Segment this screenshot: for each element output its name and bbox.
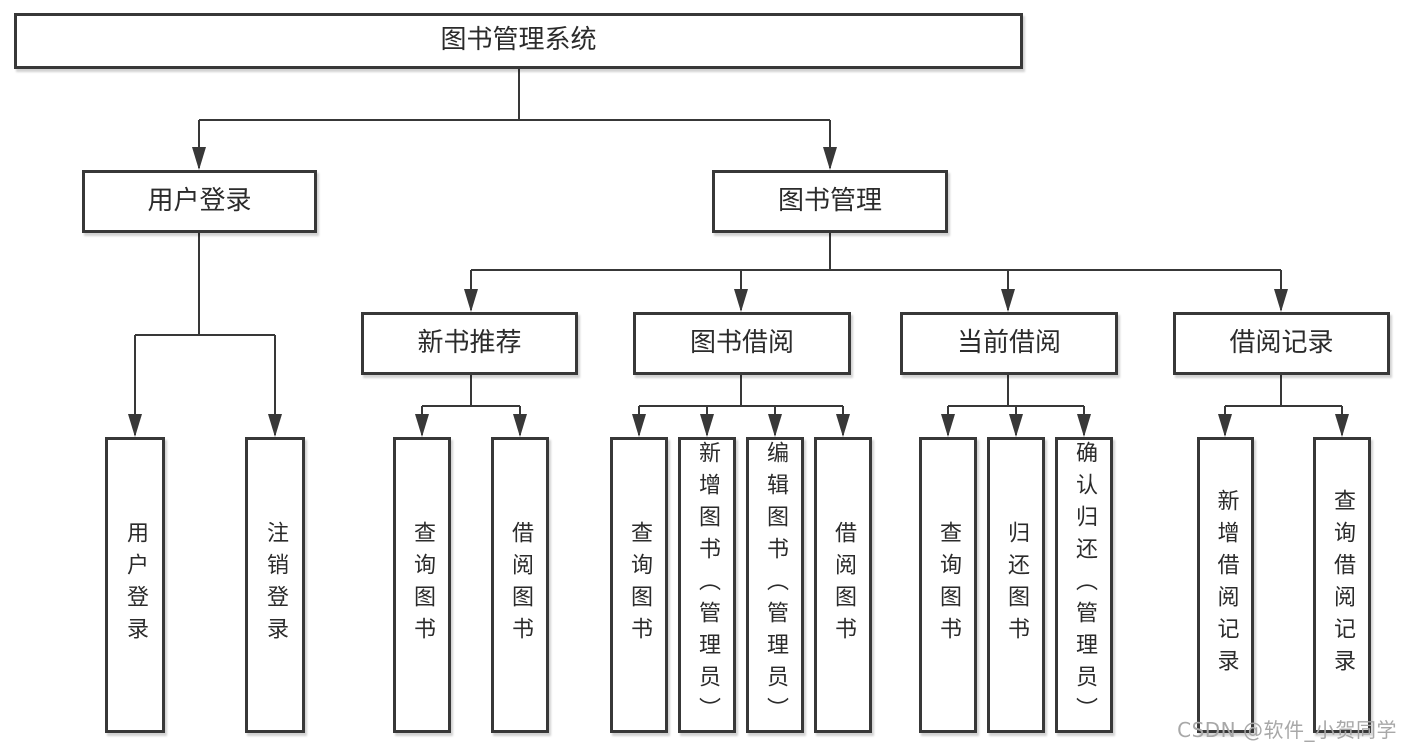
arrowhead — [513, 414, 527, 437]
connector-user-login-children — [128, 233, 282, 437]
node-query-books-borrow: 查询图书 — [610, 437, 668, 733]
arrowhead — [941, 414, 955, 437]
arrowhead — [415, 414, 429, 437]
node-user-login-action: 用户登录 — [105, 437, 165, 733]
arrowhead — [192, 147, 206, 170]
node-borrow-records: 借阅记录 — [1173, 312, 1390, 375]
arrowhead — [268, 414, 282, 437]
arrowhead — [700, 414, 714, 437]
arrowhead — [1077, 414, 1091, 437]
connector-current-borrow-children — [941, 375, 1091, 437]
arrowhead — [1001, 289, 1015, 312]
connector-borrow-records-children — [1218, 375, 1349, 437]
arrowhead — [823, 147, 837, 170]
connector-new-book-children — [415, 375, 527, 437]
node-current-borrow: 当前借阅 — [900, 312, 1118, 375]
arrowhead — [1335, 414, 1349, 437]
node-query-books-current: 查询图书 — [919, 437, 977, 733]
arrowhead — [836, 414, 850, 437]
node-query-books-recommend: 查询图书 — [393, 437, 451, 733]
arrowhead — [1009, 414, 1023, 437]
node-borrow-books: 借阅图书 — [814, 437, 872, 733]
arrowhead — [632, 414, 646, 437]
arrowhead — [1218, 414, 1232, 437]
node-library-system: 图书管理系统 — [14, 13, 1023, 69]
arrowhead — [734, 289, 748, 312]
node-new-book-recommend: 新书推荐 — [361, 312, 578, 375]
arrowhead — [464, 289, 478, 312]
node-book-management: 图书管理 — [712, 170, 948, 233]
node-logout: 注销登录 — [245, 437, 305, 733]
node-confirm-return-admin: 确认归还（管理员） — [1055, 437, 1113, 733]
arrowhead — [1274, 289, 1288, 312]
arrowhead — [768, 414, 782, 437]
node-book-borrow: 图书借阅 — [633, 312, 851, 375]
connector-root-to-level2 — [192, 69, 837, 170]
node-add-book-admin: 新增图书（管理员） — [678, 437, 736, 733]
connector-book-borrow-children — [632, 375, 850, 437]
node-borrow-books-recommend: 借阅图书 — [491, 437, 549, 733]
arrowhead — [128, 414, 142, 437]
node-edit-book-admin: 编辑图书（管理员） — [746, 437, 804, 733]
node-add-borrow-record: 新增借阅记录 — [1197, 437, 1254, 733]
node-user-login: 用户登录 — [82, 170, 317, 233]
node-query-borrow-record: 查询借阅记录 — [1313, 437, 1371, 733]
connector-book-management-children — [464, 233, 1288, 312]
node-return-books: 归还图书 — [987, 437, 1045, 733]
